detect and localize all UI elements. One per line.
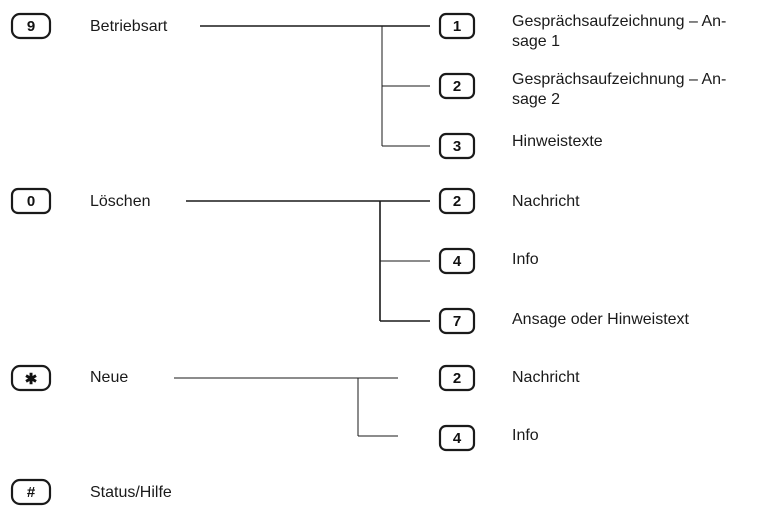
- option-key-2: 2: [438, 364, 476, 392]
- key-9: 9: [10, 12, 52, 40]
- connector-loeschen: [186, 200, 430, 322]
- option-key-2: 2: [438, 72, 476, 100]
- label-status-hilfe: Status/Hilfe: [90, 484, 172, 501]
- option-key-2-label: 2: [453, 78, 461, 95]
- key-9-label: 9: [27, 18, 35, 35]
- key-hash: #: [10, 478, 52, 506]
- option-text-ansage2-line1: Gesprächsaufzeichnung – An-: [512, 71, 726, 88]
- option-key-3-label: 3: [453, 138, 461, 155]
- option-text-ansage1-line2: sage 1: [512, 33, 560, 50]
- option-text-nachricht: Nachricht: [512, 369, 580, 386]
- key-0-label: 0: [27, 193, 35, 210]
- key-star-label: ✱: [25, 371, 38, 388]
- menu-group-status-hilfe: # Status/Hilfe: [10, 478, 172, 506]
- option-text-ansage2-line2: sage 2: [512, 91, 560, 108]
- option-key-7: 7: [438, 307, 476, 335]
- option-key-4-label: 4: [453, 430, 462, 447]
- option-key-2-label: 2: [453, 193, 461, 210]
- option-key-2: 2: [438, 187, 476, 215]
- option-text-hinweistexte: Hinweistexte: [512, 133, 603, 150]
- option-text-info: Info: [512, 427, 539, 444]
- key-star: ✱: [10, 364, 52, 392]
- label-neue: Neue: [90, 369, 128, 386]
- option-text-ansage-oder-hinweistext: Ansage oder Hinweistext: [512, 311, 690, 328]
- option-key-1-label: 1: [453, 18, 461, 35]
- option-text-ansage1-line1: Gesprächsaufzeichnung – An-: [512, 13, 726, 30]
- option-key-4: 4: [438, 424, 476, 452]
- key-0: 0: [10, 187, 52, 215]
- option-key-3: 3: [438, 132, 476, 160]
- option-key-4: 4: [438, 247, 476, 275]
- menu-group-betriebsart: 9 Betriebsart 1 Gesprächsaufzeichnung – …: [10, 12, 726, 160]
- key-hash-label: #: [27, 484, 36, 501]
- option-key-4-label: 4: [453, 253, 462, 270]
- menu-group-loeschen: 0 Löschen 2 Nachricht 4 Info 7 Ansage od…: [10, 187, 690, 335]
- option-key-2-label: 2: [453, 370, 461, 387]
- label-betriebsart: Betriebsart: [90, 18, 168, 35]
- connector-betriebsart: [200, 25, 430, 147]
- option-key-1: 1: [438, 12, 476, 40]
- menu-group-neue: ✱ Neue 2 Nachricht 4 Info: [10, 364, 580, 452]
- connector-neue: [174, 377, 398, 437]
- option-key-7-label: 7: [453, 313, 461, 330]
- option-text-info: Info: [512, 251, 539, 268]
- label-loeschen: Löschen: [90, 193, 151, 210]
- option-text-nachricht: Nachricht: [512, 193, 580, 210]
